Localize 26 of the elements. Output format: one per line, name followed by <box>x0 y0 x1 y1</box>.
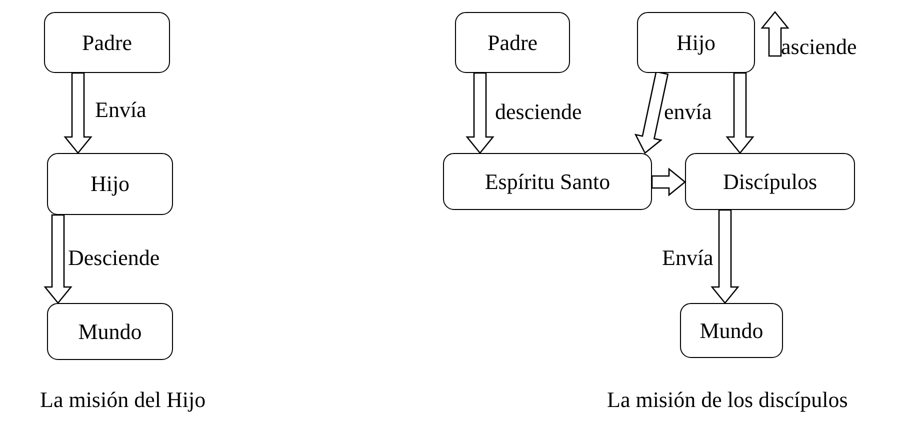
rounded-box <box>44 12 170 73</box>
node-label: Hijo <box>90 171 130 197</box>
node-label: Mundo <box>78 318 142 344</box>
rounded-box <box>680 303 783 358</box>
node-label: Hijo <box>676 30 716 56</box>
block-arrow <box>44 214 72 304</box>
rounded-box <box>685 153 855 210</box>
block-arrow <box>710 209 740 304</box>
block-arrow <box>466 72 494 154</box>
rounded-box <box>47 153 173 215</box>
rounded-box <box>455 12 570 73</box>
block-arrow <box>634 70 669 154</box>
caption: La misión de los discípulos <box>607 389 848 411</box>
arrow-label: asciende <box>781 36 857 58</box>
node-label: Mundo <box>700 318 764 344</box>
node-label: Discípulos <box>722 168 818 194</box>
rounded-box <box>443 153 652 210</box>
node-label: Espíritu Santo <box>484 168 610 194</box>
node-label: Padre <box>487 30 538 56</box>
caption: La misión del Hijo <box>40 389 206 411</box>
block-arrow <box>726 72 754 154</box>
block-arrow <box>64 72 92 154</box>
rounded-box <box>637 12 755 73</box>
block-arrow <box>651 168 686 196</box>
rounded-box <box>47 303 173 360</box>
node-label: Padre <box>82 30 132 56</box>
